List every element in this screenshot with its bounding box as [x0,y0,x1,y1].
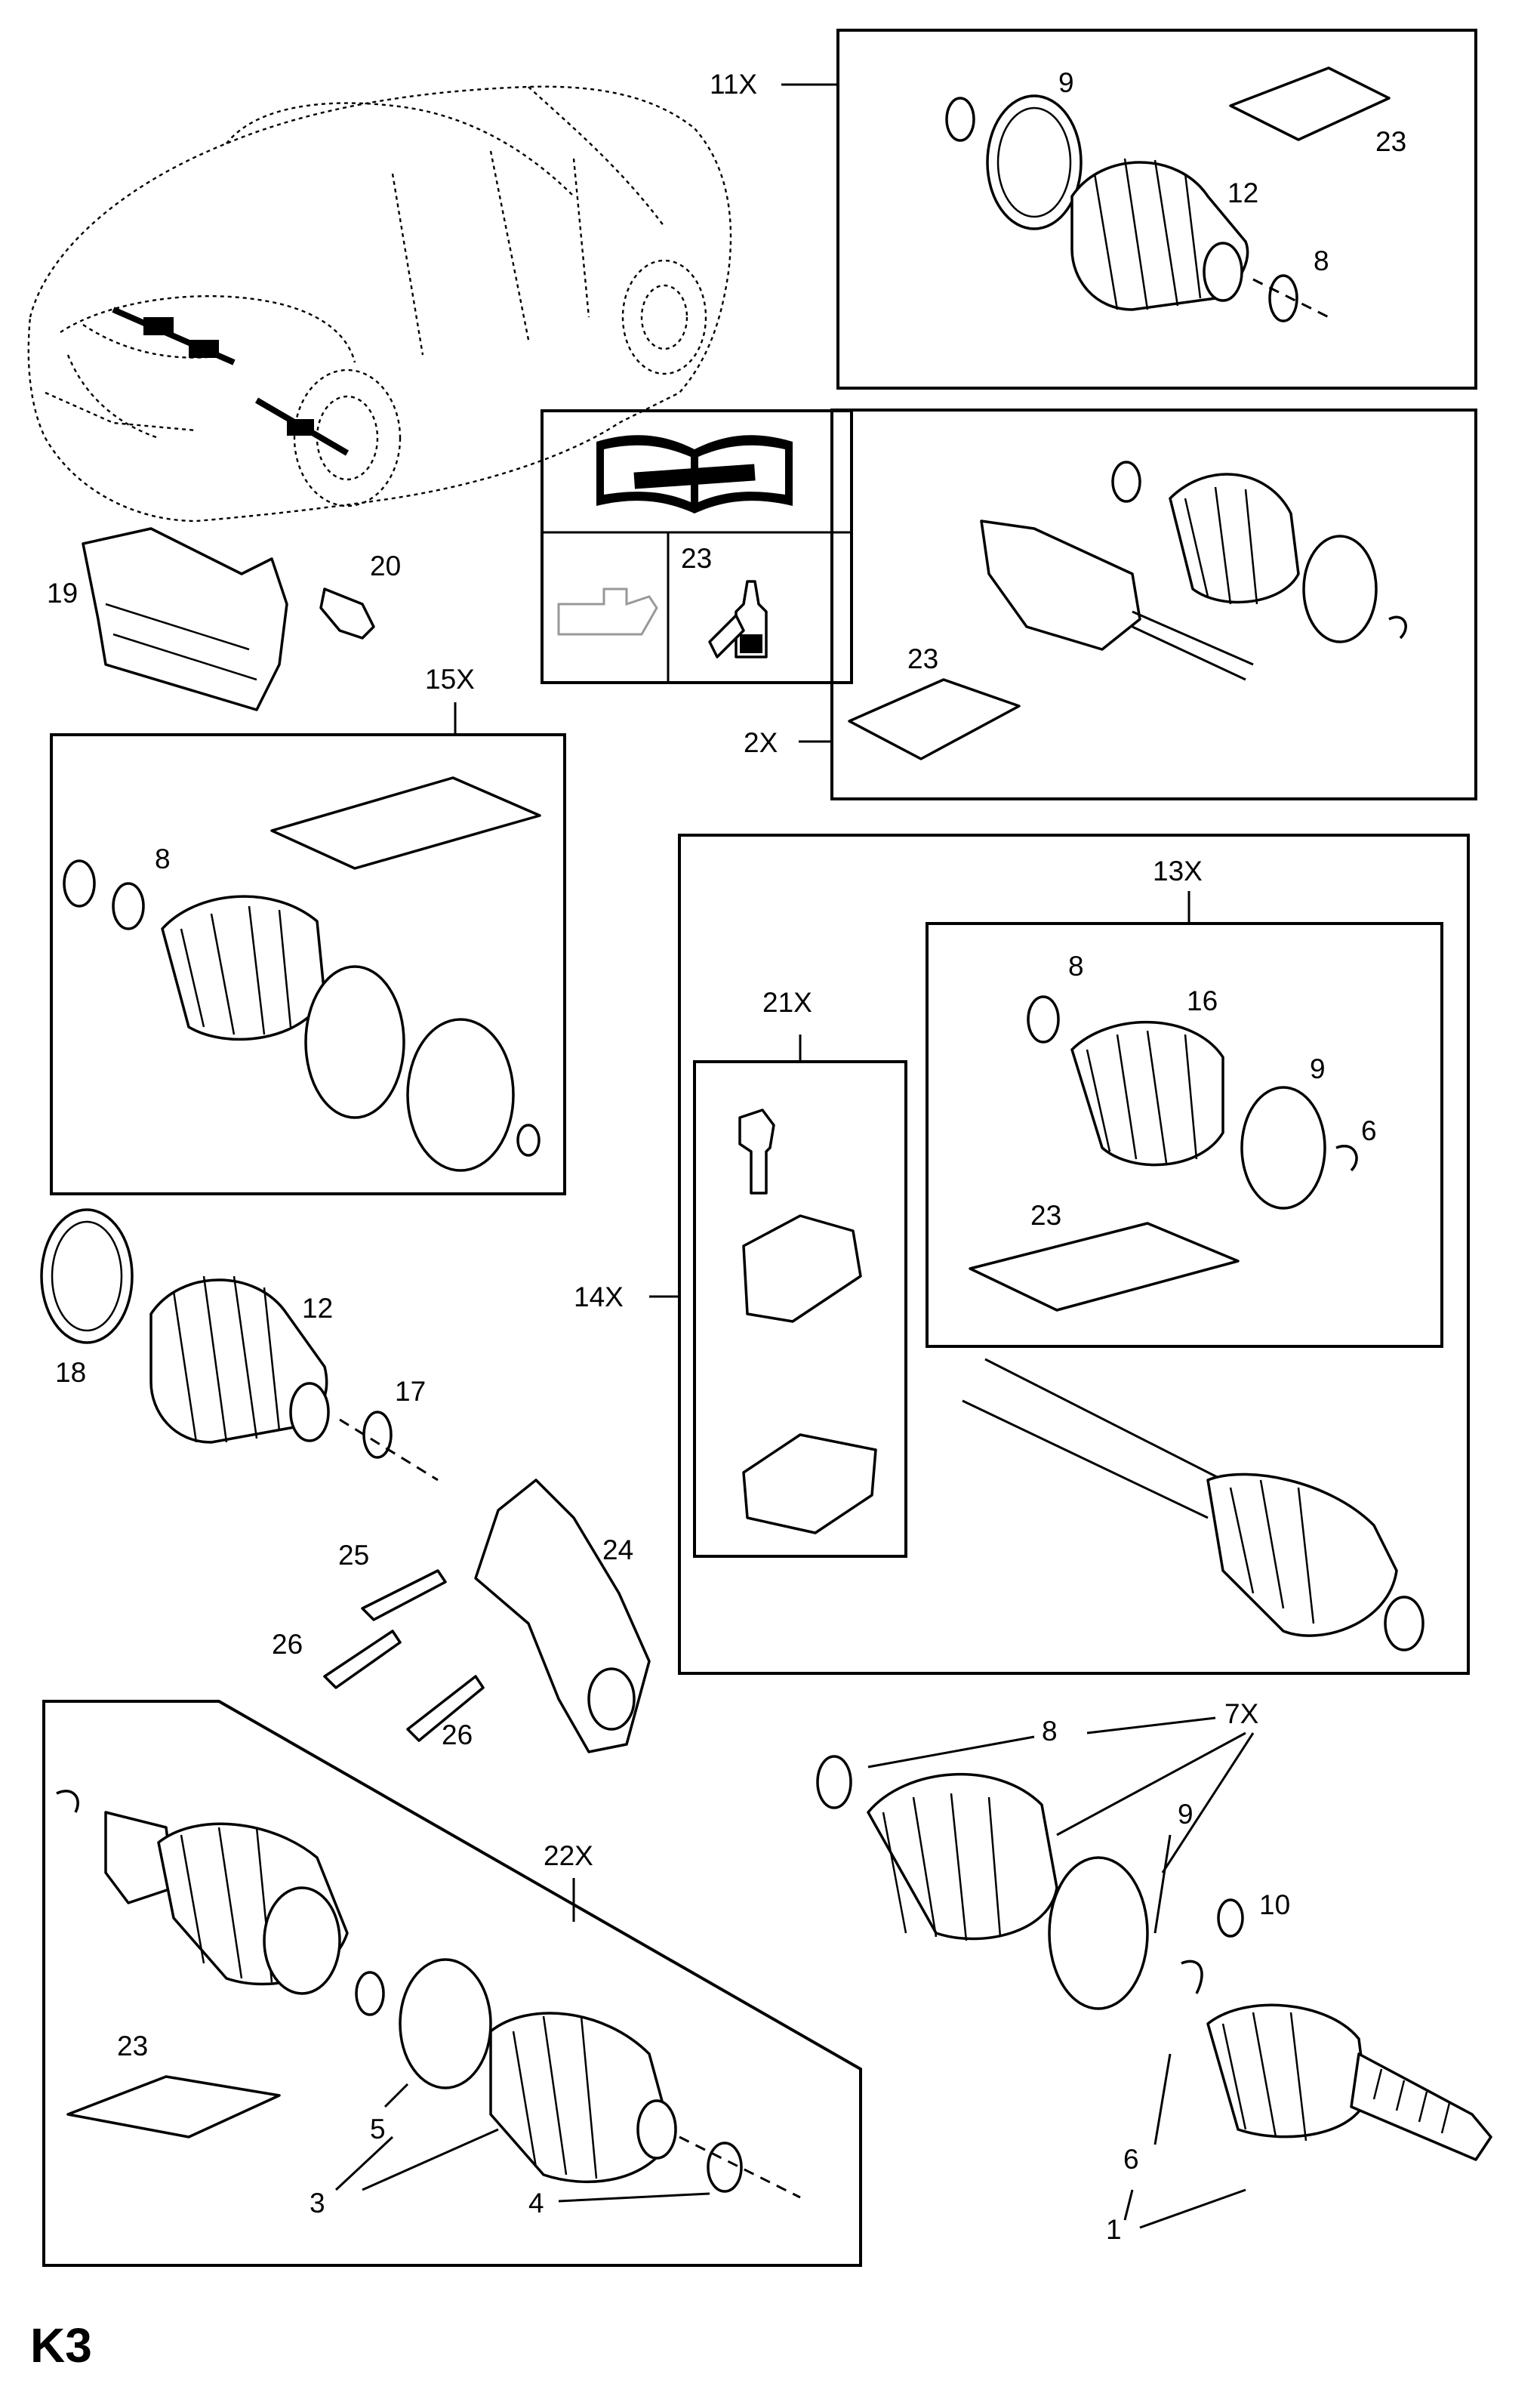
heat-shield-group: 19 20 [47,527,401,711]
bolt [323,1630,402,1689]
bracket-group: 24 25 26 26 [272,1479,651,1753]
outer-cv-joint [1206,1472,1398,1637]
oil-can-icon [557,587,658,636]
part-23-label: 23 [1030,1200,1061,1231]
kit-11x-label: 11X [710,69,757,100]
grease-tube-icon [708,580,768,658]
bolt [738,1109,775,1195]
large-clamp [986,94,1083,230]
repair-manual-icon [596,435,793,513]
part-19-label: 19 [47,578,78,609]
kit-2x-group: 2X 23 [744,409,1477,800]
kit-14x-group: 14X 21X 13X 8 16 9 6 23 [574,834,1470,1675]
kit-7x-group: 8 7X 9 10 6 1 [816,1698,1492,2245]
loose-boot-group: 12 18 17 [40,1208,439,1482]
kit-7x-label: 7X [1224,1698,1258,1729]
shaft-spline [1350,2052,1492,2161]
part-8-label: 8 [1314,245,1329,276]
part-16-label: 16 [1187,985,1218,1016]
part-26-label: 26 [442,1719,473,1750]
part-1-label: 1 [1106,2214,1122,2245]
grease-pack [66,2075,281,2139]
kit-21x-label: 21X [762,987,812,1018]
part-8-label: 8 [1068,951,1084,982]
part-23-label: 23 [681,543,712,574]
part-12-label: 12 [302,1293,333,1324]
kit-22x-label: 22X [544,1840,593,1871]
kit-11x-frame [836,29,1477,390]
bolt [361,1569,447,1621]
part-23-label: 23 [907,643,938,674]
part-10-label: 10 [1259,1889,1290,1920]
shaft-spline [104,1811,175,1904]
part-17-label: 17 [395,1376,426,1407]
heat-shield [82,527,288,711]
part-12-label: 12 [1227,177,1258,208]
cv-boot [489,2012,673,2184]
part-4-label: 4 [528,2188,544,2219]
kit-22x-group: 22X 23 5 3 4 [42,1700,862,2267]
grease-pack [1229,66,1391,141]
part-25-label: 25 [338,1540,369,1571]
grease-pack [848,678,1021,760]
kit-11x-group: 11X 9 23 12 8 [710,29,1477,390]
small-clamp [945,97,975,142]
part-8-label: 8 [1042,1716,1058,1747]
inner-joint [980,520,1141,651]
large-clamp [40,1208,134,1344]
outer-cv-joint [1206,2003,1368,2139]
part-6-label: 6 [1361,1115,1377,1146]
kit-14x-label: 14X [574,1281,624,1312]
kit-15x-label: 15X [425,664,475,695]
bracket-clamp [742,1214,862,1323]
part-23-label: 23 [117,2031,148,2061]
page-label: K3 [30,2318,92,2373]
bracket-clamp [742,1433,877,1534]
cv-boot [1070,1021,1224,1167]
grease-pack [270,776,541,870]
part-24-label: 24 [602,1534,633,1565]
service-info-box: 23 [541,409,853,684]
part-9-label: 9 [1058,67,1074,98]
part-18-label: 18 [55,1357,86,1388]
small-clamp [816,1755,852,1809]
cv-boot [867,1772,1058,1941]
part-3-label: 3 [310,2188,325,2219]
grease-pack [969,1222,1240,1312]
kit-22x-frame [42,1700,862,2267]
part-23-label: 23 [1375,126,1406,157]
cv-boot [1169,473,1300,604]
bolt [319,587,375,640]
part-26-label: 26 [272,1629,303,1660]
kit-15x-group: 15X 8 [50,664,566,1195]
kit-13x-label: 13X [1153,856,1203,887]
part-6-label: 6 [1123,2144,1139,2175]
bolt [406,1675,485,1742]
part-9-label: 9 [1178,1799,1194,1830]
boot-clamp [1268,274,1298,322]
part-5-label: 5 [370,2114,386,2145]
part-8-label: 8 [155,843,171,874]
part-9-label: 9 [1310,1053,1326,1084]
cv-boot [161,895,326,1041]
kit-2x-label: 2X [744,727,778,758]
part-20-label: 20 [370,550,401,581]
boot-clamp [362,1411,393,1459]
vehicle-outline [27,85,732,523]
